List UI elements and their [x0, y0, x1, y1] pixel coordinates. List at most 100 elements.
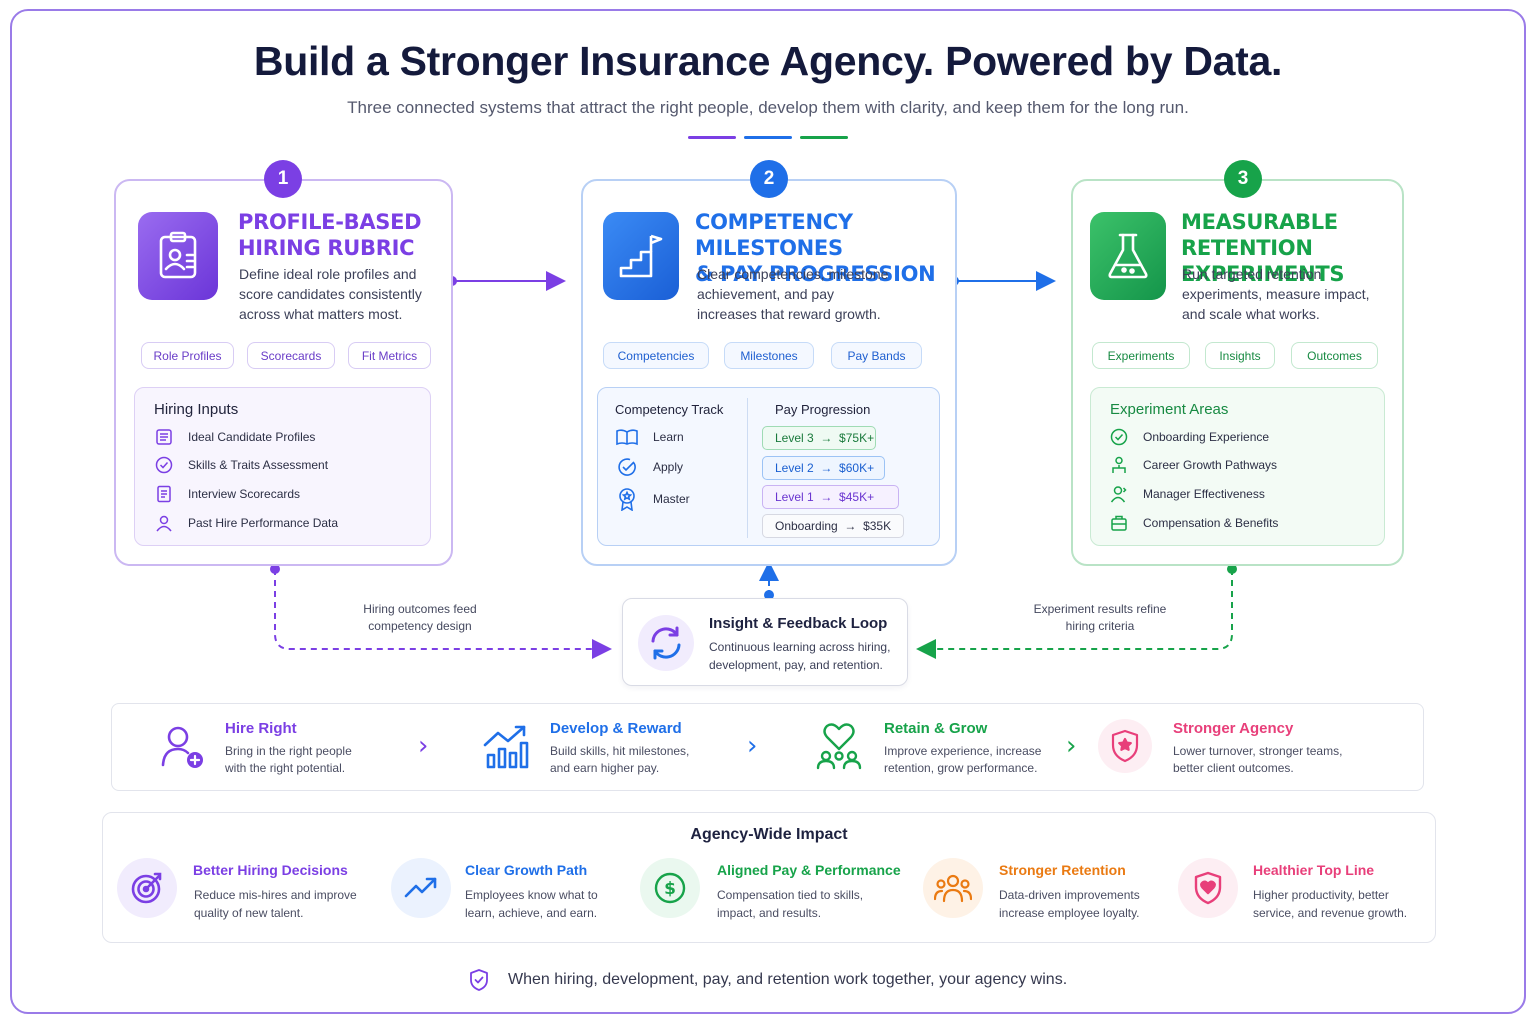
hiring-input-item: Ideal Candidate Profiles: [155, 428, 315, 446]
shield-heart-icon: [1178, 858, 1238, 918]
growth-chart-icon: [482, 723, 530, 774]
card-desc-competency: Clear competencies, milestone achievemen…: [697, 266, 889, 322]
panel-heading-hiring: Hiring Inputs: [154, 401, 239, 418]
scorecard-icon: [155, 485, 173, 503]
experiment-area-item: Career Growth Pathways: [1110, 456, 1277, 474]
trend-up-icon: [391, 858, 451, 918]
chip-experiments[interactable]: Experiments: [1092, 342, 1190, 369]
panel-heading-pay: Pay Progression: [775, 402, 871, 417]
flow-step-agency: Stronger Agency Lower turnover, stronger…: [1098, 703, 1358, 791]
flow-step-title: Hire Right: [225, 720, 297, 737]
impact-desc: Compensation tied to skills, impact, and…: [717, 888, 864, 920]
pay-onboarding: Onboarding → $35K: [762, 514, 904, 538]
shield-check-icon: [468, 968, 490, 992]
add-user-icon: [160, 723, 206, 776]
card-desc-retention: Run targeted retention experiments, meas…: [1182, 266, 1370, 322]
arrow-right-icon: →: [820, 431, 833, 445]
person-icon: [155, 514, 173, 532]
target-icon: [117, 858, 177, 918]
document-list-icon: [155, 428, 173, 446]
loop-arrow-left: [274, 569, 612, 659]
impact-desc: Data-driven improvements increase employ…: [999, 888, 1140, 920]
loop-note-left: Hiring outcomes feed competency design: [363, 602, 477, 633]
chip-competencies[interactable]: Competencies: [603, 342, 709, 369]
dollar-icon: $: [640, 858, 700, 918]
chip-insights[interactable]: Insights: [1205, 342, 1275, 369]
page-title: Build a Stronger Insurance Agency. Power…: [253, 38, 1283, 84]
impact-title: Clear Growth Path: [465, 862, 588, 878]
accent-bar-purple: [688, 136, 736, 139]
impact-title: Aligned Pay & Performance: [717, 862, 901, 878]
flow-step-title: Develop & Reward: [550, 720, 682, 737]
check-circle-icon: [1110, 428, 1128, 446]
flow-bar: [111, 703, 1424, 791]
check-circle-icon: [616, 458, 638, 476]
chip-pay-bands[interactable]: Pay Bands: [831, 342, 922, 369]
loop-note-right: Experiment results refine hiring criteri…: [1033, 602, 1167, 633]
loop-arrow-right: [916, 569, 1233, 659]
arrow-right-icon: →: [820, 490, 833, 504]
track-item-learn: Learn: [616, 428, 684, 446]
chip-role-profiles[interactable]: Role Profiles: [141, 342, 234, 369]
chip-outcomes[interactable]: Outcomes: [1291, 342, 1378, 369]
panel-heading-track: Competency Track: [615, 402, 724, 417]
pay-level-3: Level 3 → $75K+: [762, 426, 876, 450]
hiring-input-item: Skills & Traits Assessment: [155, 456, 328, 474]
flow-step-retain: Retain & Grow Improve experience, increa…: [814, 703, 1064, 791]
svg-text:$: $: [664, 879, 676, 899]
chip-milestones[interactable]: Milestones: [724, 342, 814, 369]
flow-step-desc: Build skills, hit milestones, and earn h…: [550, 744, 690, 775]
flow-step-title: Stronger Agency: [1173, 720, 1294, 737]
pay-level-1: Level 1 → $45K+: [762, 485, 899, 509]
accent-bar-green: [800, 136, 848, 139]
stairs-flag-icon: [603, 212, 679, 300]
chip-fit-metrics[interactable]: Fit Metrics: [348, 342, 431, 369]
refresh-cycle-icon: [638, 615, 694, 671]
hiring-input-item: Past Hire Performance Data: [155, 514, 338, 532]
team-heart-icon: [814, 721, 864, 776]
impact-desc: Employees know what to learn, achieve, a…: [465, 888, 598, 920]
card-desc-hiring: Define ideal role profiles and score can…: [239, 266, 422, 322]
chevron-right-icon: ›: [418, 731, 429, 761]
flask-icon: [1090, 212, 1166, 300]
footer-message: When hiring, development, pay, and reten…: [468, 968, 1067, 992]
impact-heading: Agency-Wide Impact: [690, 826, 848, 843]
chip-scorecards[interactable]: Scorecards: [247, 342, 335, 369]
impact-desc: Higher productivity, better service, and…: [1253, 888, 1408, 920]
check-circle-icon: [155, 456, 173, 474]
panel-experiment-areas: [1090, 387, 1385, 546]
pay-level-2: Level 2 → $60K+: [762, 456, 885, 480]
insight-feedback-loop: Insight & Feedback Loop Continuous learn…: [622, 598, 908, 686]
award-ribbon-icon: [616, 487, 638, 511]
impact-title: Healthier Top Line: [1253, 862, 1375, 878]
impact-title: Stronger Retention: [999, 862, 1126, 878]
card-title-competency: COMPETENCY MILESTONES& PAY PROGRESSION: [695, 210, 936, 286]
people-group-icon: [923, 858, 983, 918]
flow-step-title: Retain & Grow: [884, 720, 988, 737]
career-ladder-icon: [1110, 456, 1128, 474]
flow-step-desc: Lower turnover, stronger teams, better c…: [1173, 744, 1343, 775]
step-badge-3: 3: [1224, 160, 1262, 198]
footer-text: When hiring, development, pay, and reten…: [508, 971, 1068, 988]
experiment-area-item: Manager Effectiveness: [1110, 485, 1265, 503]
chevron-right-icon: ›: [1066, 731, 1077, 761]
panel-hiring-inputs: [134, 387, 431, 546]
loop-title: Insight & Feedback Loop: [709, 615, 888, 632]
page-subtitle: Three connected systems that attract the…: [347, 98, 1189, 117]
track-item-master: Master: [616, 487, 690, 511]
arrow-right-icon: →: [820, 461, 833, 475]
flow-step-hire: Hire Right Bring in the right people wit…: [150, 703, 400, 791]
flow-step-develop: Develop & Reward Build skills, hit miles…: [480, 703, 730, 791]
panel-heading-experiments: Experiment Areas: [1110, 401, 1229, 418]
step-badge-2: 2: [750, 160, 788, 198]
impact-title: Better Hiring Decisions: [193, 862, 348, 878]
chevron-right-icon: ›: [747, 731, 758, 761]
experiment-area-item: Compensation & Benefits: [1110, 514, 1278, 532]
accent-bar-blue: [744, 136, 792, 139]
clipboard-profile-icon: [138, 212, 218, 300]
flow-step-desc: Bring in the right people with the right…: [225, 744, 352, 775]
gift-briefcase-icon: [1110, 514, 1128, 532]
panel-divider: [747, 398, 748, 538]
